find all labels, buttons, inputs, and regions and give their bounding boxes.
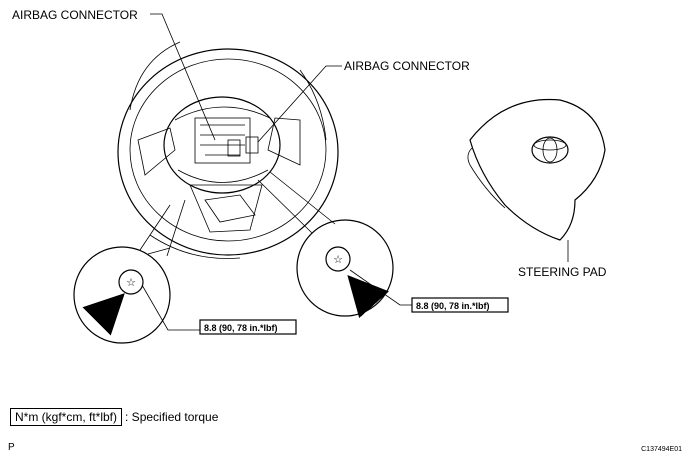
svg-text:8.8 (90, 78 in.*lbf): 8.8 (90, 78 in.*lbf): [416, 301, 490, 311]
steering-wheel: [117, 41, 339, 259]
label-steering-pad: STEERING PAD: [518, 265, 607, 279]
leader-airbag-connector-left: [150, 13, 216, 141]
torque-box-left: 8.8 (90, 78 in.*lbf): [199, 319, 297, 335]
label-airbag-connector-right: AIRBAG CONNECTOR: [344, 59, 470, 73]
arrow-icon: [82, 293, 125, 336]
torx-bolt-icon: ☆: [333, 254, 343, 266]
arrow-icon: [347, 275, 389, 319]
torque-box-right: 8.8 (90, 78 in.*lbf): [411, 297, 509, 313]
figure-id: C137494E01: [641, 446, 682, 453]
svg-text:8.8 (90, 78 in.*lbf): 8.8 (90, 78 in.*lbf): [204, 323, 278, 333]
leader-airbag-connector-right: [257, 65, 342, 143]
legend-description: : Specified torque: [125, 410, 219, 424]
detail-circle-left: ☆: [73, 199, 200, 344]
page-mark: P: [8, 442, 15, 453]
label-airbag-connector-left: AIRBAG CONNECTOR: [12, 8, 138, 22]
steering-pad-illustration: [467, 98, 606, 241]
torx-bolt-icon: ☆: [126, 277, 136, 289]
detail-circle-right: ☆: [257, 171, 412, 319]
legend-unit-box: N*m (kgf*cm, ft*lbf): [10, 408, 123, 426]
legend: N*m (kgf*cm, ft*lbf) : Specified torque: [10, 408, 218, 426]
